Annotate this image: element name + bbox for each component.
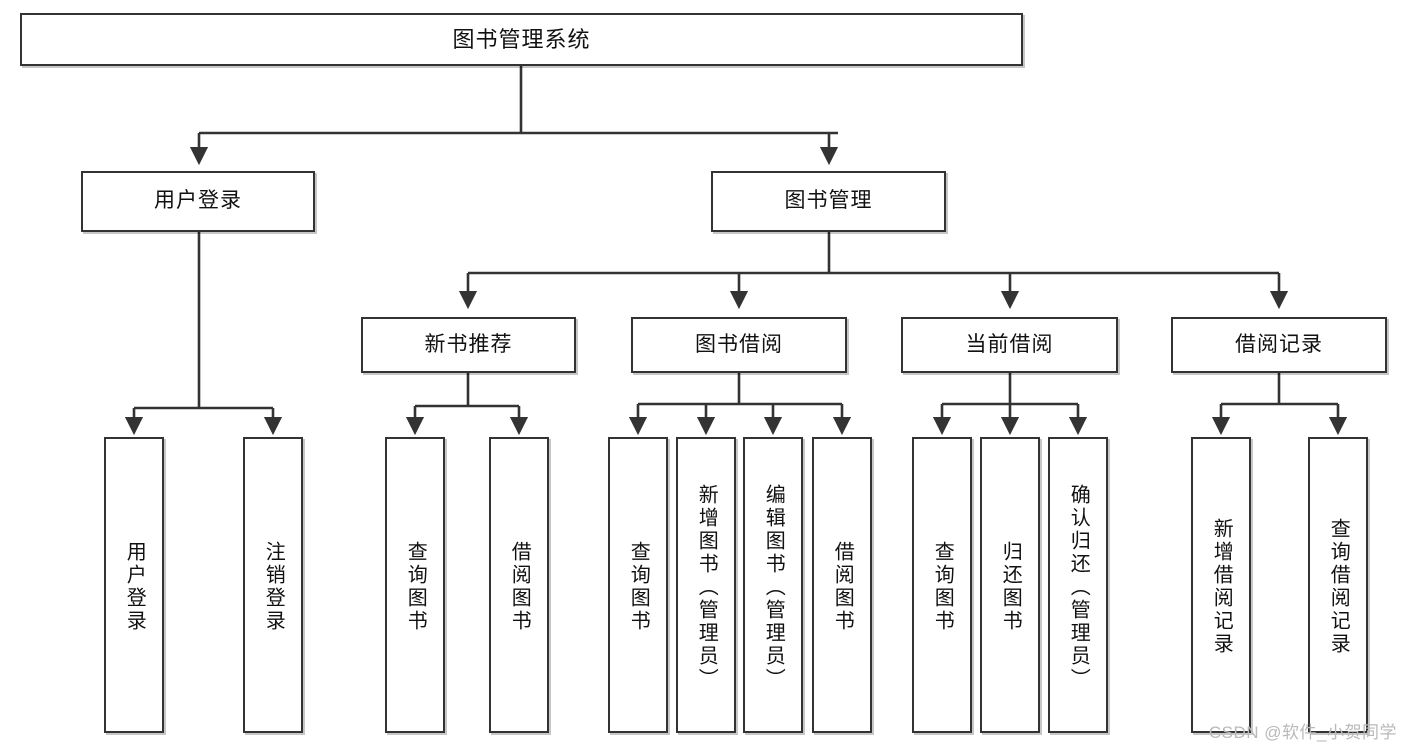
node-label: 确认归还（管理员） bbox=[1067, 483, 1090, 691]
node-label: 查询借阅记录 bbox=[1327, 518, 1350, 656]
node-label: 查询图书 bbox=[627, 541, 650, 633]
leaf-user-login-login[interactable]: 用户登录 bbox=[104, 437, 164, 733]
leaf-user-login-logout[interactable]: 注销登录 bbox=[243, 437, 303, 733]
leaf-current-query-book[interactable]: 查询图书 bbox=[912, 437, 972, 733]
leaf-current-confirm-return[interactable]: 确认归还（管理员） bbox=[1048, 437, 1108, 733]
leaf-borrow-add-book[interactable]: 新增图书（管理员） bbox=[676, 437, 736, 733]
node-label: 借阅记录 bbox=[1235, 332, 1323, 356]
leaf-borrow-edit-book[interactable]: 编辑图书（管理员） bbox=[743, 437, 803, 733]
leaf-new-book-query[interactable]: 查询图书 bbox=[385, 437, 445, 733]
node-label: 用户登录 bbox=[154, 189, 242, 213]
leaf-new-book-borrow[interactable]: 借阅图书 bbox=[489, 437, 549, 733]
node-new-book-recommend[interactable]: 新书推荐 bbox=[361, 317, 576, 373]
node-book-borrow[interactable]: 图书借阅 bbox=[631, 317, 847, 373]
node-user-login[interactable]: 用户登录 bbox=[81, 171, 315, 232]
leaf-borrow-borrow-book[interactable]: 借阅图书 bbox=[812, 437, 872, 733]
node-label: 借阅图书 bbox=[508, 541, 531, 633]
node-label: 归还图书 bbox=[999, 541, 1022, 633]
leaf-current-return-book[interactable]: 归还图书 bbox=[980, 437, 1040, 733]
node-label: 当前借阅 bbox=[965, 332, 1054, 356]
node-label: 用户登录 bbox=[123, 541, 146, 633]
node-label: 新增图书（管理员） bbox=[695, 483, 718, 691]
node-root-system[interactable]: 图书管理系统 bbox=[20, 13, 1023, 66]
node-label: 借阅图书 bbox=[831, 541, 854, 633]
node-current-borrow[interactable]: 当前借阅 bbox=[901, 317, 1118, 373]
node-label: 图书借阅 bbox=[695, 332, 783, 356]
node-borrow-record[interactable]: 借阅记录 bbox=[1171, 317, 1387, 373]
node-label: 注销登录 bbox=[262, 541, 285, 633]
node-label: 查询图书 bbox=[404, 541, 427, 633]
node-book-management[interactable]: 图书管理 bbox=[711, 171, 946, 232]
node-label: 编辑图书（管理员） bbox=[762, 483, 785, 691]
node-label: 图书管理系统 bbox=[452, 26, 591, 52]
node-label: 图书管理 bbox=[784, 189, 873, 213]
leaf-record-add[interactable]: 新增借阅记录 bbox=[1191, 437, 1251, 733]
node-label: 查询图书 bbox=[931, 541, 954, 633]
node-label: 新增借阅记录 bbox=[1210, 518, 1233, 656]
watermark-text: CSDN @软件_小贺同学 bbox=[1208, 723, 1397, 742]
node-label: 新书推荐 bbox=[424, 332, 513, 356]
leaf-record-query[interactable]: 查询借阅记录 bbox=[1308, 437, 1368, 733]
leaf-borrow-query-book[interactable]: 查询图书 bbox=[608, 437, 668, 733]
